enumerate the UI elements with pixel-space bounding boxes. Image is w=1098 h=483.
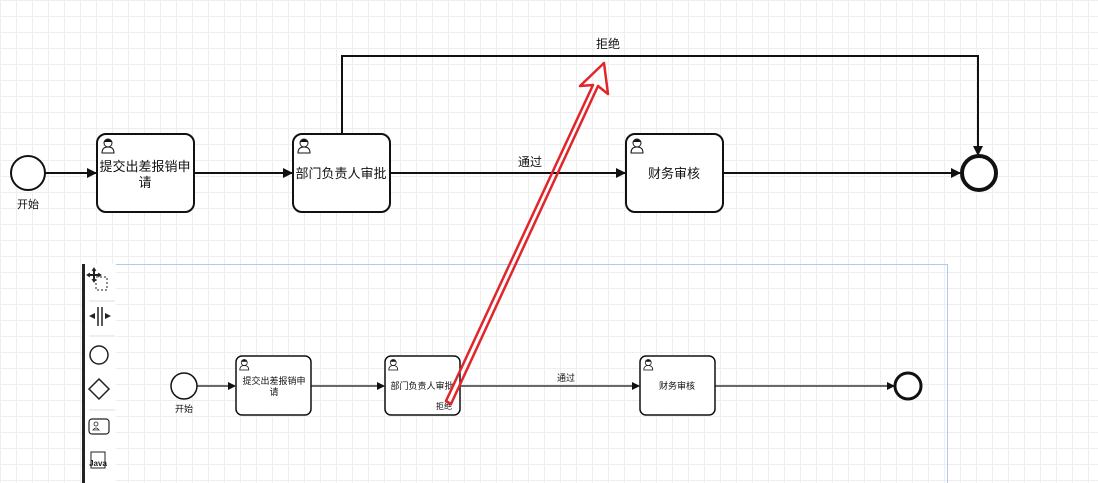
task-submit-claim[interactable]: 提交出差报销申 请 [235,355,312,416]
space-tool-icon[interactable] [89,307,111,326]
flow-label-pass: 通过 [518,155,542,169]
user-icon [630,138,644,154]
start-event-label: 开始 [17,197,39,211]
task-manager-approval[interactable]: 部门负责人审批 拒绝 [384,355,461,416]
end-event[interactable] [893,371,923,401]
user-icon [101,138,115,154]
flow-label-pass: 通过 [557,372,575,384]
flow-label-reject: 拒绝 [596,36,620,51]
start-event[interactable] [10,155,46,191]
task-manager-approval[interactable]: 部门负责人审批 [292,133,391,213]
task-finance-review[interactable]: 财务审核 [625,133,724,213]
end-event[interactable] [960,154,998,192]
task-label: 部门负责人审批 [390,380,453,392]
task-label-line1: 提交出差报销申 [242,375,305,387]
user-icon [388,359,399,371]
task-submit-claim[interactable]: 提交出差报销申 请 [96,133,195,213]
java-label: Java [89,459,107,468]
gateway-icon[interactable] [87,377,111,401]
task-label: 财务审核 [648,166,700,182]
flow-label-reject: 拒绝 [436,401,452,411]
start-event[interactable] [170,372,198,400]
top-diagram: 开始 提交出差报销申 请 部门负责人审批 拒绝 [10,36,998,213]
user-task-icon[interactable] [88,418,110,435]
java-task-icon[interactable]: Java [89,451,107,469]
annotation-arrow [444,61,610,406]
task-label-line2: 请 [269,386,278,398]
lasso-tool-icon[interactable] [86,267,108,291]
bottom-diagram: 开始 提交出差报销申 请 部门负责人审批 拒绝 通过 [170,355,923,416]
task-finance-review[interactable]: 财务审核 [639,355,716,416]
user-icon [643,359,654,371]
task-label: 财务审核 [659,380,695,392]
start-event-label: 开始 [175,403,193,415]
task-label-line1: 提交出差报销申 [99,159,190,175]
start-event-icon[interactable] [89,345,109,365]
user-icon [297,138,311,154]
task-label: 部门负责人审批 [295,167,386,182]
task-label-line2: 请 [138,176,151,191]
sequence-flow-reject[interactable] [341,55,983,156]
tool-palette: Java [82,264,116,483]
user-icon [239,359,250,371]
